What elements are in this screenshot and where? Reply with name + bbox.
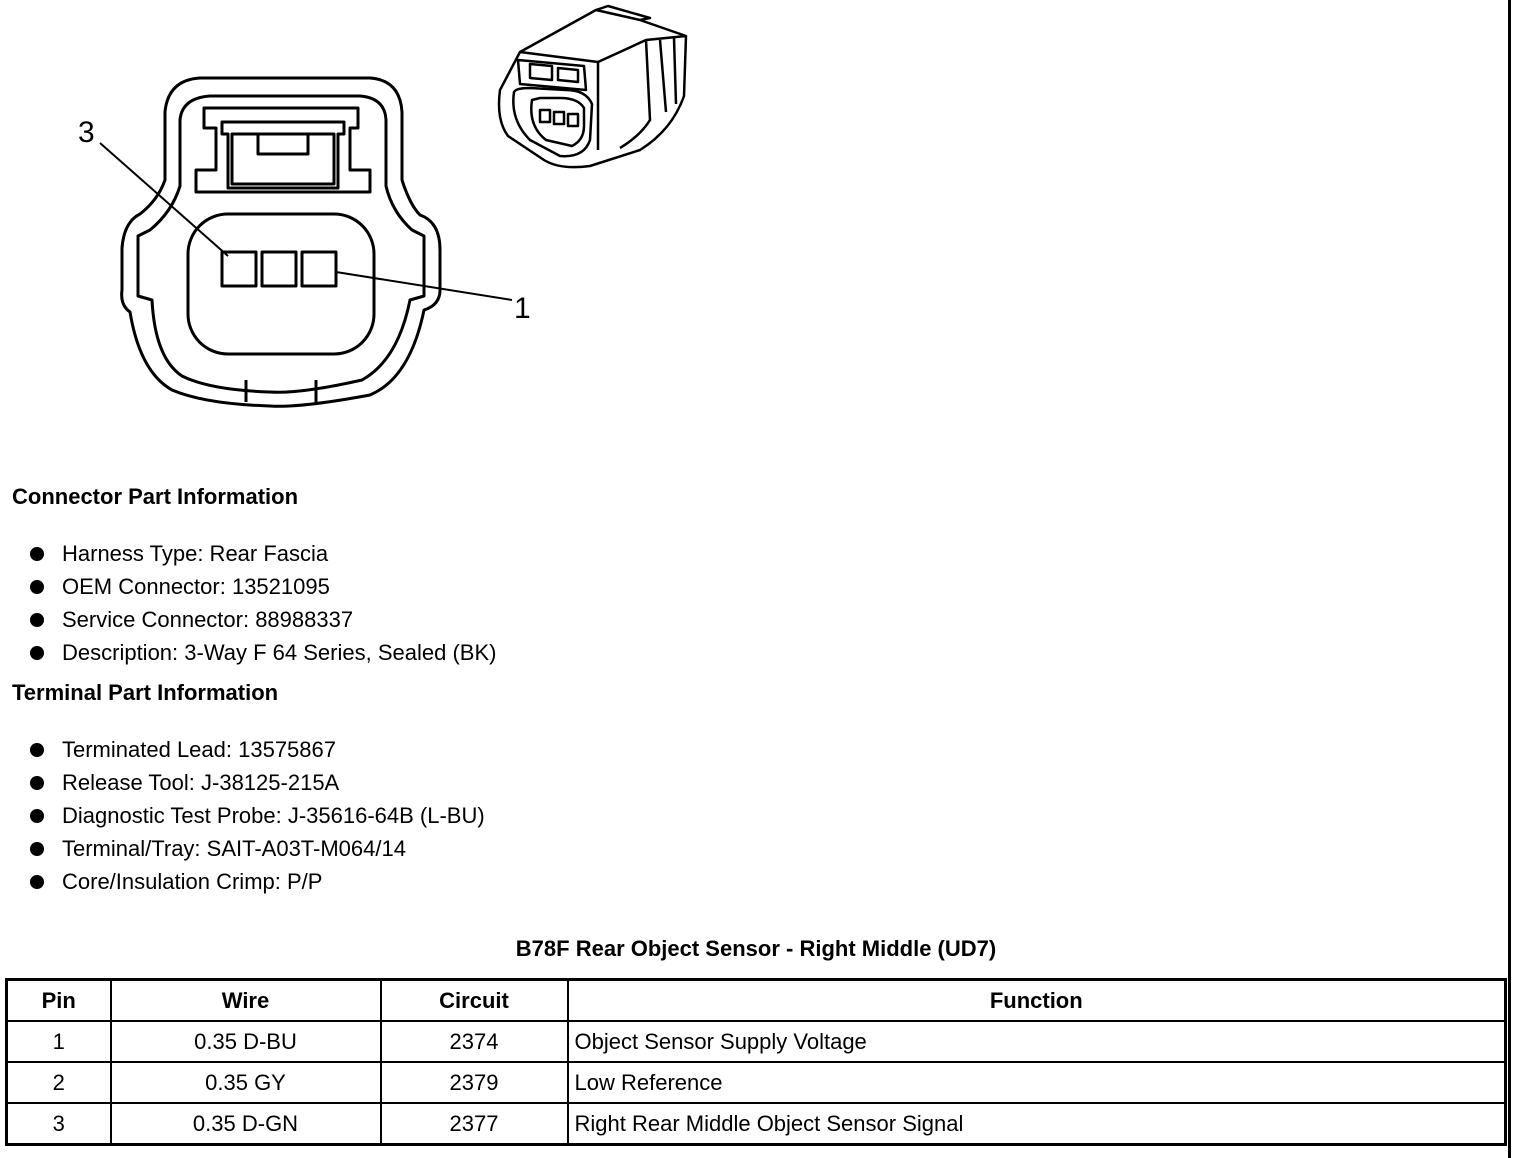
list-item: OEM Connector: 13521095 [30,570,496,603]
list-item: Terminal/Tray: SAIT-A03T-M064/14 [30,832,485,865]
connector-bottom-tab [244,380,318,402]
bullet-icon [30,646,44,660]
page-right-border [1508,0,1511,1158]
list-item: Service Connector: 88988337 [30,603,496,636]
cell-pin: 3 [5,1102,112,1146]
list-item: Description: 3-Way F 64 Series, Sealed (… [30,636,496,669]
bullet-icon [30,743,44,757]
cell-circuit: 2379 [379,1061,569,1104]
bullet-icon [30,875,44,889]
terminal-1 [300,250,338,288]
terminal-info-list: Terminated Lead: 13575867 Release Tool: … [30,733,485,898]
list-item: Harness Type: Rear Fascia [30,537,496,570]
connector-face-view [120,76,442,408]
cell-function: Low Reference [566,1061,1507,1104]
header-function: Function [566,978,1507,1022]
connector-outer-housing [120,76,442,408]
callout-1-label: 1 [514,292,531,325]
table-header-row: Pin Wire Circuit Function [5,978,1507,1022]
connector-latch [194,106,372,194]
list-item: Core/Insulation Crimp: P/P [30,865,485,898]
bullet-icon [30,776,44,790]
connector-info-title: Connector Part Information [12,484,299,509]
bullet-icon [30,809,44,823]
cell-circuit: 2374 [379,1020,569,1063]
connector-info-list: Harness Type: Rear Fascia OEM Connector:… [30,537,496,669]
cell-wire: 0.35 D-BU [109,1020,382,1063]
pinout-table: Pin Wire Circuit Function 1 0.35 D-BU 23… [5,978,1507,1146]
callout-3-leader [99,142,229,257]
terminal-3 [220,250,258,288]
table-caption: B78F Rear Object Sensor - Right Middle (… [515,936,997,961]
terminal-info-title: Terminal Part Information [12,680,279,705]
header-wire: Wire [109,978,382,1022]
callout-1-leader [335,271,513,301]
connector-cavity-area [186,212,376,356]
connector-3d-view [497,4,688,169]
header-circuit: Circuit [379,978,569,1022]
list-item: Terminated Lead: 13575867 [30,733,485,766]
cell-function: Object Sensor Supply Voltage [566,1020,1507,1063]
cell-wire: 0.35 D-GN [109,1102,382,1146]
bullet-icon [30,547,44,561]
cell-circuit: 2377 [379,1102,569,1146]
cell-wire: 0.35 GY [109,1061,382,1104]
cell-pin: 2 [5,1061,112,1104]
bullet-icon [30,580,44,594]
table-row: 1 0.35 D-BU 2374 Object Sensor Supply Vo… [5,1020,1507,1063]
connector-diagram: 3 1 [0,0,720,420]
list-item: Diagnostic Test Probe: J-35616-64B (L-BU… [30,799,485,832]
callout-3-label: 3 [78,116,95,149]
bullet-icon [30,842,44,856]
list-item: Release Tool: J-38125-215A [30,766,485,799]
header-pin: Pin [5,978,112,1022]
table-row: 2 0.35 GY 2379 Low Reference [5,1061,1507,1104]
cell-pin: 1 [5,1020,112,1063]
connector-inner-housing [136,94,426,394]
table-row: 3 0.35 D-GN 2377 Right Rear Middle Objec… [5,1102,1507,1146]
cell-function: Right Rear Middle Object Sensor Signal [566,1102,1507,1146]
bullet-icon [30,613,44,627]
terminal-2 [260,250,298,288]
